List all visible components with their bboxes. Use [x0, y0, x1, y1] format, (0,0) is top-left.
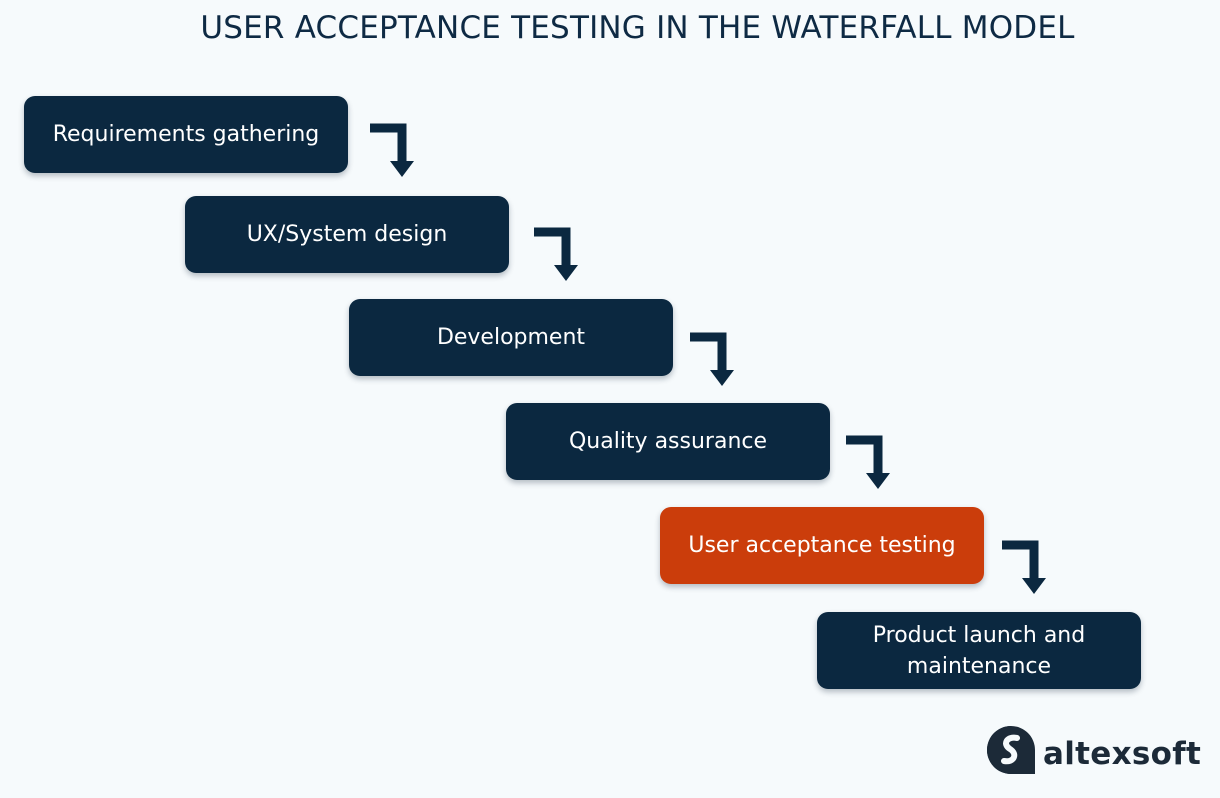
step-ux-system-design: UX/System design	[185, 196, 509, 273]
arrow-down-icon	[846, 435, 890, 489]
step-label: Product launch and maintenance	[872, 622, 1086, 679]
step-label: User acceptance testing	[688, 533, 956, 558]
arrow-down-icon	[370, 123, 414, 177]
step-requirements-gathering: Requirements gathering	[24, 96, 348, 173]
step-development: Development	[349, 299, 673, 376]
step-user-acceptance-testing: User acceptance testing	[660, 507, 984, 584]
arrow-down-icon	[1002, 540, 1046, 594]
diagram-title: USER ACCEPTANCE TESTING IN THE WATERFALL…	[200, 10, 1075, 46]
step-label: Requirements gathering	[52, 122, 320, 147]
step-quality-assurance: Quality assurance	[506, 403, 830, 480]
step-label: UX/System design	[246, 222, 448, 247]
altexsoft-logo-icon	[987, 726, 1035, 774]
step-label: Quality assurance	[568, 429, 768, 454]
step-label: Development	[436, 325, 586, 350]
logo-text: altexsoft	[1043, 736, 1202, 772]
arrow-down-icon	[534, 227, 578, 281]
step-product-launch-and-maintenance: Product launch and maintenance	[817, 612, 1141, 689]
arrow-down-icon	[690, 332, 734, 386]
altexsoft-logo: altexsoft	[985, 724, 1201, 780]
